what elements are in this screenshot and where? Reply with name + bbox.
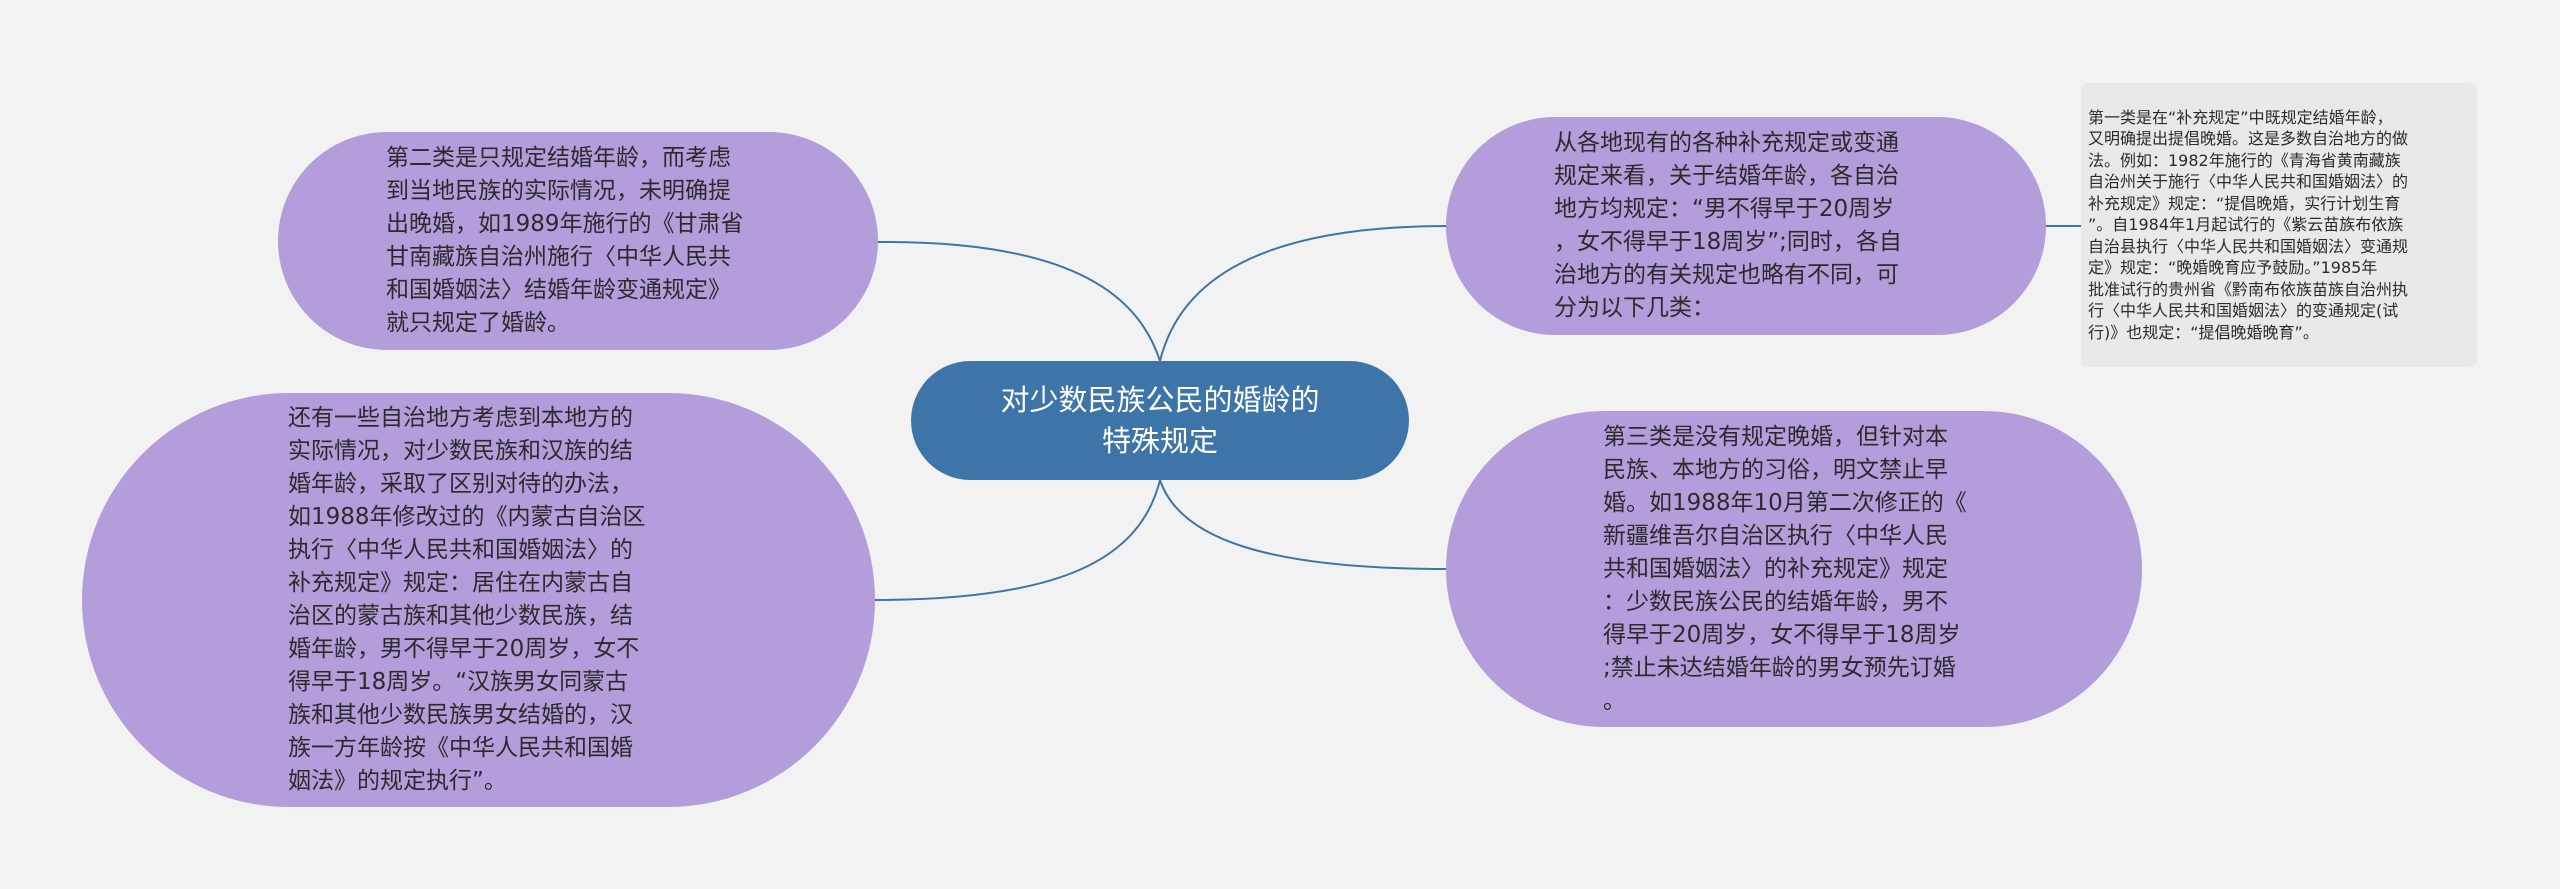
branch-node-second-type[interactable]: 第二类是只规定结婚年龄，而考虑 到当地民族的实际情况，未明确提 出晚婚，如198… xyxy=(278,132,878,350)
edge-root-to-third-type xyxy=(1159,479,1449,570)
edge-root-to-supplementary-rules xyxy=(1159,225,1449,362)
branch-node-supplementary-rules[interactable]: 从各地现有的各种补充规定或变通 规定来看，关于结婚年龄，各自治 地方均规定：“男… xyxy=(1446,117,2046,335)
branch-text-different-treatment: 还有一些自治地方考虑到本地方的 实际情况，对少数民族和汉族的结 婚年龄，采取了区… xyxy=(288,405,646,794)
branch-node-third-type[interactable]: 第三类是没有规定晚婚，但针对本 民族、本地方的习俗，明文禁止早 婚。如1988年… xyxy=(1446,411,2142,727)
central-topic-text: 对少数民族公民的婚龄的 特殊规定 xyxy=(1000,382,1320,458)
branch-text-supplementary-rules: 从各地现有的各种补充规定或变通 规定来看，关于结婚年龄，各自治 地方均规定：“男… xyxy=(1554,130,1902,321)
leaf-text-first-type: 第一类是在“补充规定”中既规定结婚年龄， 又明确提出提倡晚婚。这是多数自治地方的… xyxy=(2088,107,2409,342)
edge-root-to-second-type xyxy=(875,240,1161,362)
leaf-node-first-type[interactable]: 第一类是在“补充规定”中既规定结婚年龄， 又明确提出提倡晚婚。这是多数自治地方的… xyxy=(2081,83,2477,367)
branch-node-different-treatment[interactable]: 还有一些自治地方考虑到本地方的 实际情况，对少数民族和汉族的结 婚年龄，采取了区… xyxy=(82,393,875,807)
central-topic-node[interactable]: 对少数民族公民的婚龄的 特殊规定 xyxy=(911,361,1409,480)
edge-root-to-different-treatment xyxy=(873,479,1161,601)
branch-text-third-type: 第三类是没有规定晚婚，但针对本 民族、本地方的习俗，明文禁止早 婚。如1988年… xyxy=(1603,423,1967,714)
branch-text-second-type: 第二类是只规定结婚年龄，而考虑 到当地民族的实际情况，未明确提 出晚婚，如198… xyxy=(386,145,744,336)
